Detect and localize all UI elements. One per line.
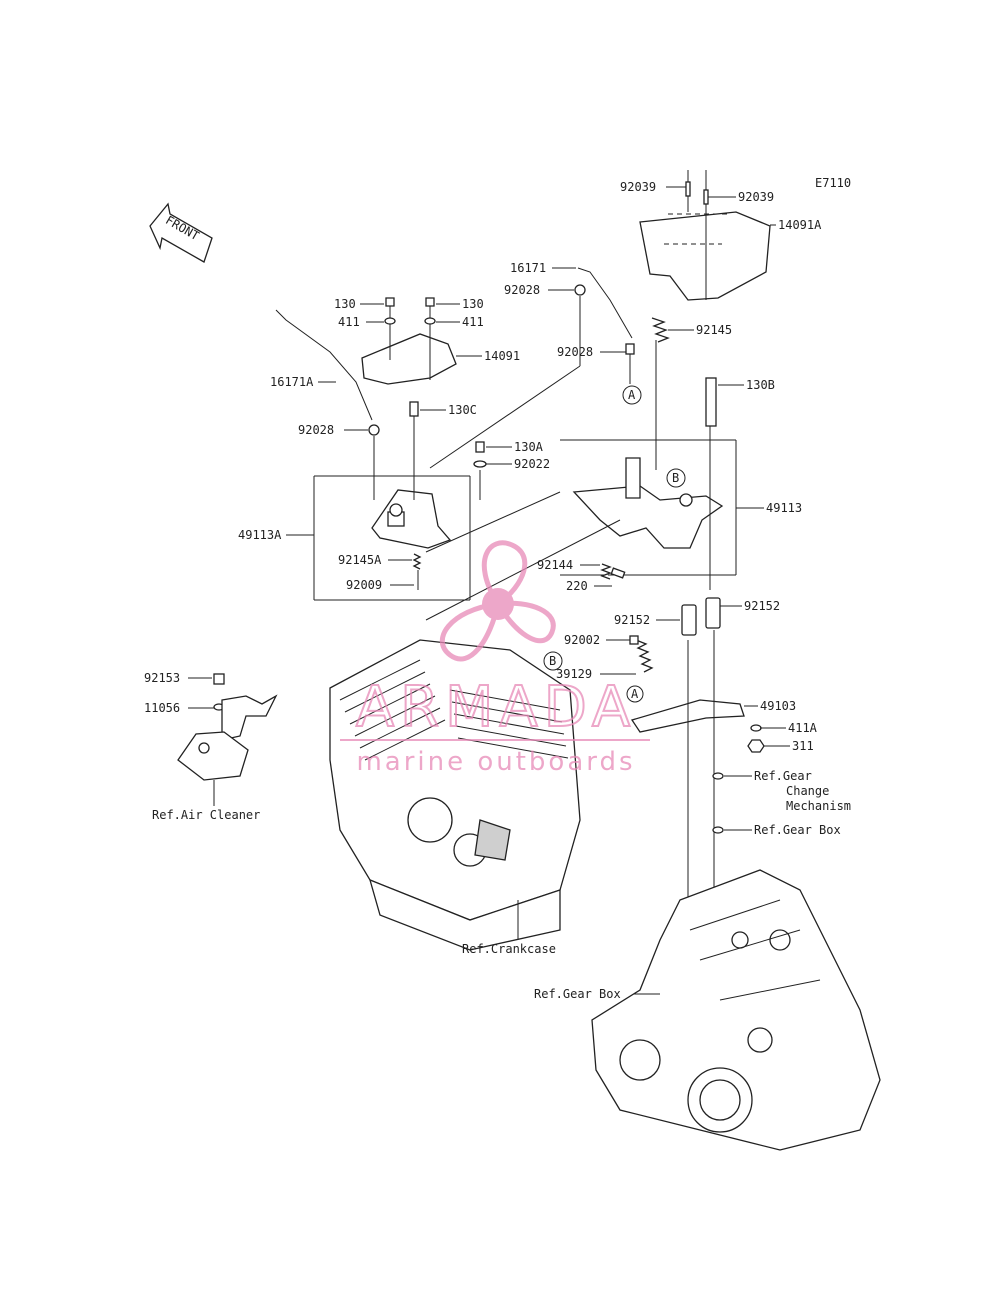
leader-lines xyxy=(188,186,790,831)
label-92144: 92144 xyxy=(537,558,573,572)
label-92145: 92145 xyxy=(696,323,732,337)
label-92028-top: 92028 xyxy=(504,283,540,297)
label-92009: 92009 xyxy=(346,578,382,592)
label-16171A: 16171A xyxy=(270,375,314,389)
lever-49103 xyxy=(629,635,765,753)
label-92039-right: 92039 xyxy=(738,190,774,204)
label-130A: 130A xyxy=(514,440,544,454)
front-arrow-icon: FRONT xyxy=(149,202,213,263)
ref-circle-a-top: A xyxy=(622,385,642,405)
ref-labels: Ref.Air Cleaner Ref.Gear Change Mechanis… xyxy=(152,769,851,1001)
ref-circle-b-top: B xyxy=(666,468,686,488)
air-cleaner-bracket xyxy=(177,673,278,806)
cover-14091 xyxy=(361,297,457,385)
label-92028-left: 92028 xyxy=(298,423,334,437)
diagram-code: E7110 xyxy=(815,176,851,190)
ref-circle-a-mid: A xyxy=(626,685,644,703)
label-14091: 14091 xyxy=(484,349,520,363)
bracket-49113A xyxy=(313,401,487,601)
cable-16171A xyxy=(275,309,373,421)
oring-2 xyxy=(712,826,724,834)
label-39129: 39129 xyxy=(556,667,592,681)
label-411-left: 411 xyxy=(338,315,360,329)
ref-gear-change-3: Mechanism xyxy=(786,799,851,813)
bracket-49113 xyxy=(560,377,737,590)
ref-gear-change-1: Ref.Gear xyxy=(754,769,812,783)
ref-air-cleaner: Ref.Air Cleaner xyxy=(152,808,260,822)
collar-92152-left xyxy=(681,604,697,636)
divider-line xyxy=(425,491,561,553)
label-49103: 49103 xyxy=(760,699,796,713)
label-130C: 130C xyxy=(448,403,477,417)
watermark-tagline: marine outboards xyxy=(356,747,635,777)
cover-14091A xyxy=(639,170,771,301)
label-92002: 92002 xyxy=(564,633,600,647)
label-130B: 130B xyxy=(746,378,775,392)
cable-16171 xyxy=(429,267,635,469)
propeller-logo-icon xyxy=(439,540,556,662)
ref-gear-box-main: Ref.Gear Box xyxy=(534,987,621,1001)
label-92152-right: 92152 xyxy=(744,599,780,613)
label-92153: 92153 xyxy=(144,671,180,685)
label-16171: 16171 xyxy=(510,261,546,275)
label-14091A: 14091A xyxy=(778,218,822,232)
ref-crankcase: Ref.Crankcase xyxy=(462,942,556,956)
label-411-right: 411 xyxy=(462,315,484,329)
ref-gear-box-small: Ref.Gear Box xyxy=(754,823,841,837)
label-49113A: 49113A xyxy=(238,528,282,542)
label-11056: 11056 xyxy=(144,701,180,715)
watermark-brand: ARMADA xyxy=(356,675,636,740)
svg-text:B: B xyxy=(549,654,556,668)
label-92152-left: 92152 xyxy=(614,613,650,627)
part-labels: 92039 92039 14091A 16171 92028 92028 921… xyxy=(144,180,822,753)
label-49113: 49113 xyxy=(766,501,802,515)
spring-92145 xyxy=(651,317,670,470)
label-130-right: 130 xyxy=(462,297,484,311)
svg-text:A: A xyxy=(628,388,636,402)
label-411A: 411A xyxy=(788,721,818,735)
ref-circle-b-mid: B xyxy=(543,651,563,671)
svg-text:B: B xyxy=(672,471,679,485)
collar-92152-right xyxy=(705,597,721,629)
watermark: ARMADA marine outboards xyxy=(340,540,650,777)
label-220: 220 xyxy=(566,579,588,593)
oring-1 xyxy=(712,772,724,780)
label-92022: 92022 xyxy=(514,457,550,471)
ref-gear-change-2: Change xyxy=(786,784,829,798)
label-92145A: 92145A xyxy=(338,553,382,567)
crankcase-engine xyxy=(329,639,581,951)
label-92028-mid: 92028 xyxy=(557,345,593,359)
gear-box xyxy=(591,869,881,1151)
label-130-left: 130 xyxy=(334,297,356,311)
svg-text:A: A xyxy=(631,687,639,701)
label-311: 311 xyxy=(792,739,814,753)
label-92039-left: 92039 xyxy=(620,180,656,194)
